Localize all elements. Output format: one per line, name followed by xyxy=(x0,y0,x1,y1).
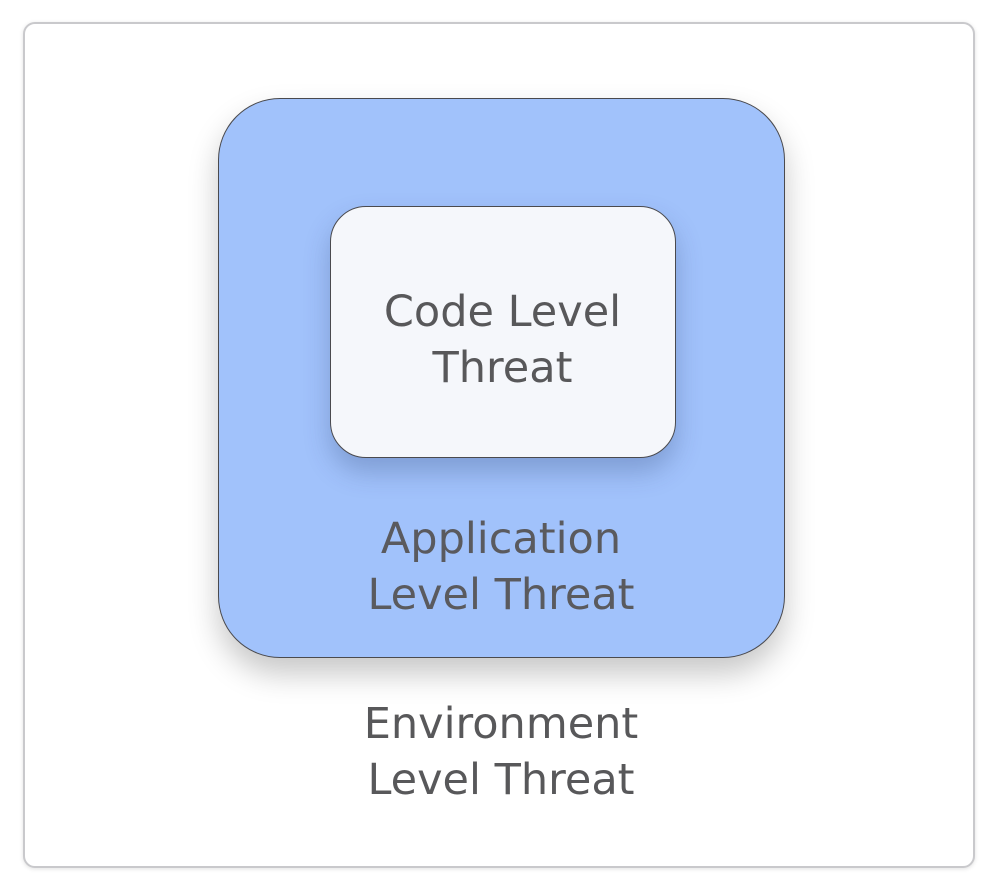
environment-level-label: Environment Level Threat xyxy=(363,699,639,805)
application-level-label: Application Level Threat xyxy=(367,514,635,620)
application-level-box: Code Level Threat Application Level Thre… xyxy=(218,98,785,658)
environment-level-box: Code Level Threat Application Level Thre… xyxy=(23,22,975,868)
code-level-label: Code Level Threat xyxy=(383,287,622,393)
code-level-box: Code Level Threat xyxy=(330,206,676,458)
